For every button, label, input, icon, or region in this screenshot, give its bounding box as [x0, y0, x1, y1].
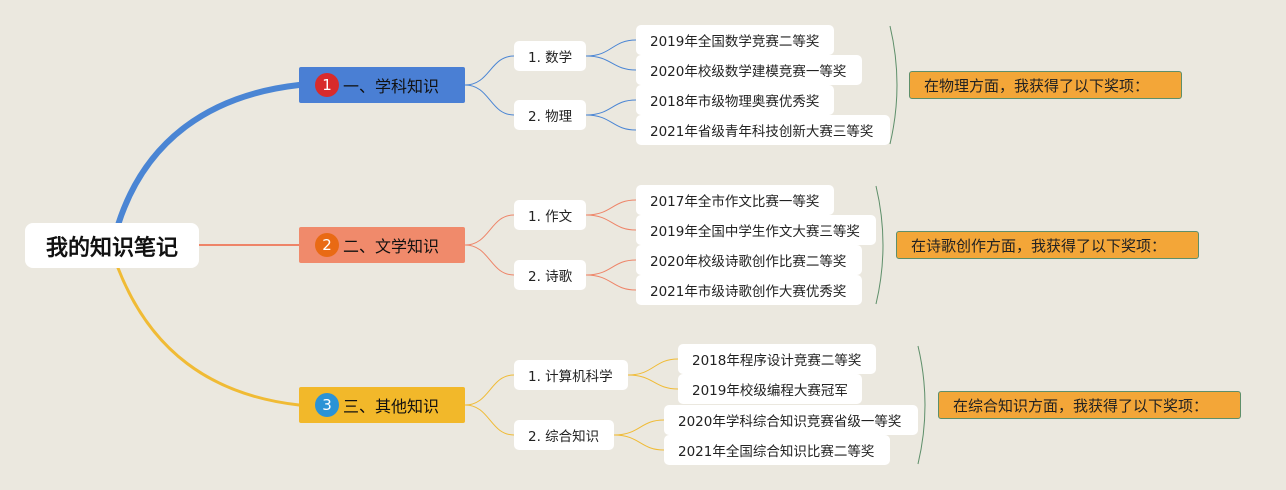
leaf-node[interactable]: 2021年市级诗歌创作大赛优秀奖 — [636, 275, 862, 305]
branch-number-badge: 3 — [315, 393, 339, 417]
branch-3-to-sub-line — [464, 374, 515, 406]
summary-label: 在物理方面，我获得了以下奖项： — [924, 76, 1150, 95]
branch-3-to-sub-line — [464, 404, 515, 436]
sub-node-physics[interactable]: 2. 物理 — [514, 100, 586, 130]
sub-label: 2. 物理 — [528, 109, 573, 125]
leaf-label: 2018年程序设计竞赛二等奖 — [692, 353, 862, 369]
sub-label: 2. 诗歌 — [528, 269, 573, 285]
sub-to-leaf-line — [627, 374, 679, 390]
leaf-label: 2021年全国综合知识比赛二等奖 — [678, 444, 875, 460]
sub-to-leaf-line — [585, 214, 637, 231]
sub-to-leaf-line — [585, 259, 637, 276]
leaf-node[interactable]: 2020年校级诗歌创作比赛二等奖 — [636, 245, 862, 275]
branch-number-badge: 2 — [315, 233, 339, 257]
root-to-branch-3-line — [116, 266, 301, 407]
sub-to-leaf-line — [585, 55, 637, 71]
leaf-label: 2021年省级青年科技创新大赛三等奖 — [650, 124, 874, 140]
root-node[interactable]: 我的知识笔记 — [25, 223, 199, 268]
sub-node-math[interactable]: 1. 数学 — [514, 41, 586, 71]
root-label: 我的知识笔记 — [45, 235, 178, 261]
leaf-label: 2019年校级编程大赛冠军 — [692, 383, 848, 399]
sub-to-leaf-line — [585, 274, 637, 291]
summary-node[interactable]: 在诗歌创作方面，我获得了以下奖项： — [896, 231, 1199, 259]
sub-node-composition[interactable]: 1. 作文 — [514, 200, 586, 230]
leaf-node[interactable]: 2019年校级编程大赛冠军 — [678, 374, 862, 404]
sub-label: 1. 计算机科学 — [528, 369, 613, 385]
summary-label: 在诗歌创作方面，我获得了以下奖项： — [911, 236, 1167, 255]
sub-to-leaf-line — [585, 39, 637, 57]
summary-bracket — [917, 345, 926, 465]
sub-to-leaf-line — [585, 114, 637, 131]
summary-bracket — [889, 25, 898, 145]
sub-label: 1. 数学 — [528, 50, 573, 66]
leaf-node[interactable]: 2020年学科综合知识竞赛省级一等奖 — [664, 405, 918, 435]
sub-node-poetry[interactable]: 2. 诗歌 — [514, 260, 586, 290]
leaf-label: 2019年全国数学竞赛二等奖 — [650, 34, 820, 50]
sub-to-leaf-line — [613, 434, 665, 451]
leaf-node[interactable]: 2019年全国中学生作文大赛三等奖 — [636, 215, 876, 245]
root-to-branch-1-line — [115, 82, 302, 228]
leaf-node[interactable]: 2020年校级数学建模竞赛一等奖 — [636, 55, 862, 85]
branch-1-to-sub-line — [464, 84, 515, 116]
summary-node[interactable]: 在综合知识方面，我获得了以下奖项： — [938, 391, 1241, 419]
branch-number-badge: 1 — [315, 73, 339, 97]
branch-label: 一、学科知识 — [343, 77, 440, 96]
leaf-label: 2020年校级数学建模竞赛一等奖 — [650, 64, 847, 80]
branch-node-other-knowledge[interactable]: 3 三、其他知识 — [299, 387, 465, 423]
sub-label: 2. 综合知识 — [528, 429, 600, 445]
summary-label: 在综合知识方面，我获得了以下奖项： — [953, 396, 1209, 415]
leaf-label: 2021年市级诗歌创作大赛优秀奖 — [650, 284, 847, 300]
sub-node-computer-science[interactable]: 1. 计算机科学 — [514, 360, 628, 390]
branch-label: 二、文学知识 — [343, 237, 440, 256]
branch-2-to-sub-line — [464, 214, 515, 246]
leaf-label: 2017年全市作文比赛一等奖 — [650, 194, 820, 210]
sub-to-leaf-line — [585, 199, 637, 216]
branch-node-subject-knowledge[interactable]: 1 一、学科知识 — [299, 67, 465, 103]
leaf-node[interactable]: 2018年程序设计竞赛二等奖 — [678, 344, 876, 374]
sub-to-leaf-line — [585, 99, 637, 116]
summary-bracket — [875, 185, 884, 305]
leaf-node[interactable]: 2021年省级青年科技创新大赛三等奖 — [636, 115, 890, 145]
branch-label: 三、其他知识 — [343, 397, 440, 416]
leaf-label: 2020年学科综合知识竞赛省级一等奖 — [678, 414, 902, 430]
leaf-label: 2018年市级物理奥赛优秀奖 — [650, 94, 820, 110]
sub-node-general-knowledge[interactable]: 2. 综合知识 — [514, 420, 614, 450]
leaf-label: 2020年校级诗歌创作比赛二等奖 — [650, 254, 847, 270]
leaf-node[interactable]: 2021年全国综合知识比赛二等奖 — [664, 435, 890, 465]
summary-node[interactable]: 在物理方面，我获得了以下奖项： — [909, 71, 1182, 99]
leaf-node[interactable]: 2017年全市作文比赛一等奖 — [636, 185, 834, 215]
branch-1-to-sub-line — [464, 55, 515, 86]
sub-label: 1. 作文 — [528, 209, 573, 225]
leaf-label: 2019年全国中学生作文大赛三等奖 — [650, 224, 860, 240]
branch-node-literature-knowledge[interactable]: 2 二、文学知识 — [299, 227, 465, 263]
sub-to-leaf-line — [627, 358, 679, 376]
leaf-node[interactable]: 2018年市级物理奥赛优秀奖 — [636, 85, 834, 115]
branch-2-to-sub-line — [464, 244, 515, 276]
leaf-node[interactable]: 2019年全国数学竞赛二等奖 — [636, 25, 834, 55]
sub-to-leaf-line — [613, 419, 665, 436]
